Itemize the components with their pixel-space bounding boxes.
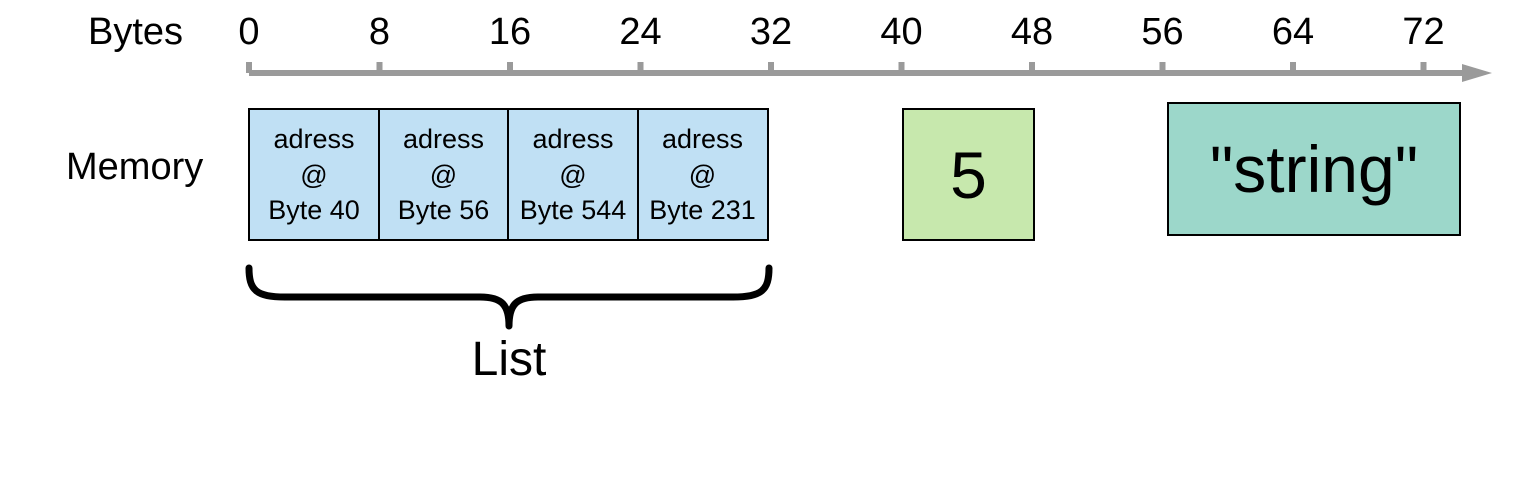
int-value: 5 (950, 137, 987, 212)
axis-ticks (246, 62, 1427, 73)
axis-arrowhead (1462, 64, 1492, 82)
list-cell-2-line3: Byte 56 (397, 195, 490, 226)
tick-label: 72 (1402, 11, 1445, 53)
list-cell-3-line1: adress (532, 124, 614, 155)
tick-label: 16 (488, 11, 532, 53)
list-cell-4-line1: adress (661, 124, 744, 155)
tick-label: 64 (1271, 11, 1315, 53)
list-cell-1: adress @ Byte 40 (248, 108, 380, 241)
list-cell-2-line1: adress (402, 124, 485, 155)
list-cell-1-line1: adress (273, 124, 355, 155)
string-value-cell: "string" (1167, 102, 1461, 236)
list-cell-4-line2: @ (688, 159, 717, 190)
int-value-cell: 5 (902, 108, 1035, 241)
string-value: "string" (1209, 132, 1419, 206)
list-cell-2: adress @ Byte 56 (377, 108, 510, 241)
list-cell-4-line3: Byte 231 (649, 195, 756, 226)
list-cell-3: adress @ Byte 544 (507, 108, 639, 241)
bytes-axis-label: Bytes (88, 11, 184, 53)
tick-label: 8 (368, 11, 391, 53)
list-cell-1-line2: @ (300, 159, 328, 190)
tick-label: 48 (1010, 11, 1054, 53)
tick-label: 24 (619, 11, 662, 53)
list-brace (245, 264, 773, 330)
byte-axis (246, 62, 1492, 82)
list-cell-1-line3: Byte 40 (268, 195, 360, 226)
tick-label: 0 (238, 11, 260, 53)
list-cell-3-line2: @ (559, 159, 587, 190)
list-cell-3-line3: Byte 544 (519, 195, 627, 226)
memory-row-label: Memory (66, 146, 204, 188)
list-label: List (471, 333, 547, 386)
tick-label: 56 (1141, 11, 1184, 53)
list-cell-4: adress @ Byte 231 (636, 108, 769, 241)
tick-label: 32 (749, 11, 793, 53)
tick-label: 40 (880, 11, 923, 53)
list-cell-2-line2: @ (429, 159, 458, 190)
